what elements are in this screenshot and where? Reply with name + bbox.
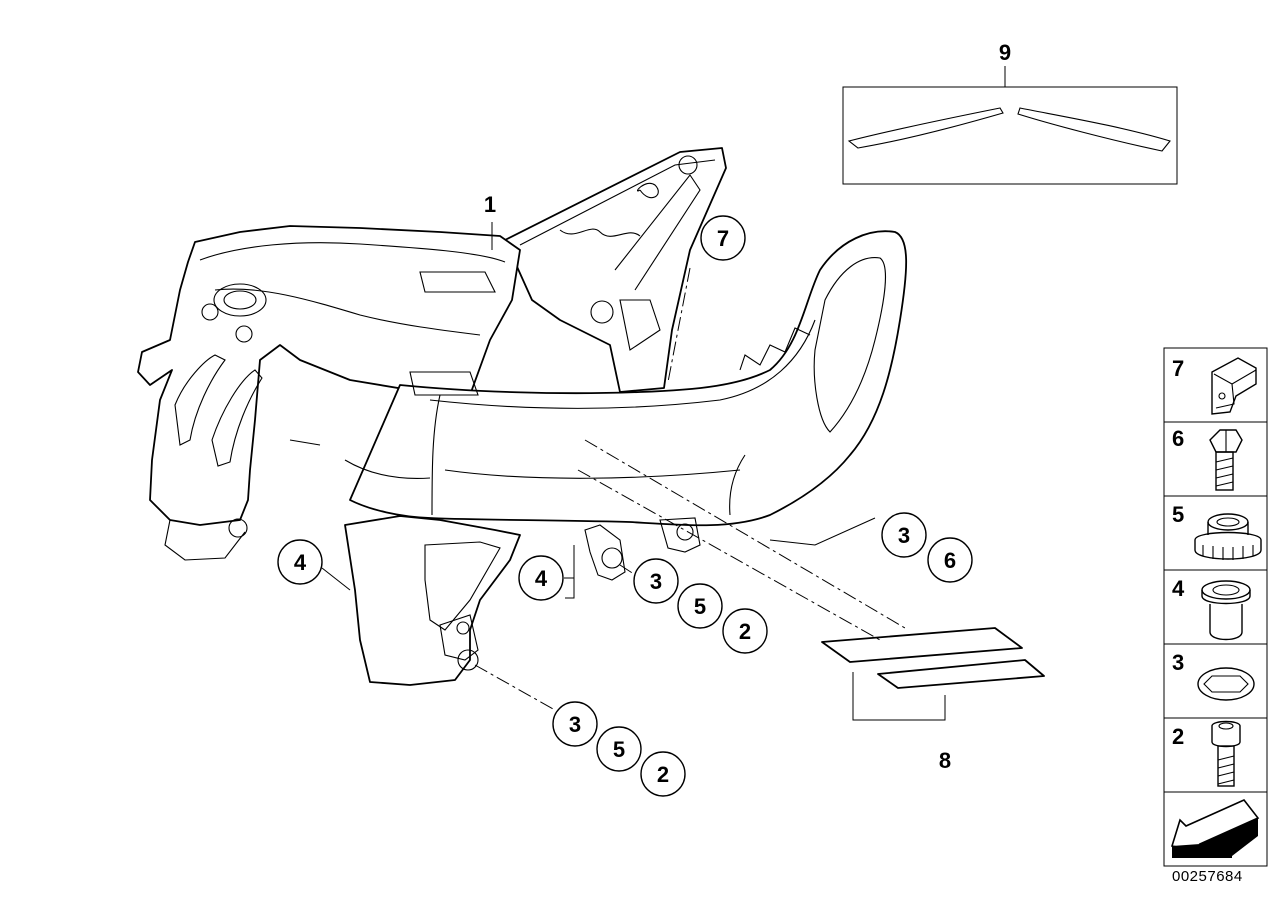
callout-3-mid: 3 bbox=[633, 558, 679, 604]
svg-text:2: 2 bbox=[657, 762, 669, 787]
svg-text:5: 5 bbox=[1172, 502, 1184, 527]
document-number: 00257684 bbox=[1172, 868, 1243, 885]
clip-nut-icon bbox=[1211, 357, 1257, 415]
svg-text:3: 3 bbox=[569, 712, 581, 737]
socket-screw-icon bbox=[1211, 720, 1241, 787]
legend-row-7: 7 bbox=[1163, 347, 1268, 423]
leader-low-lug bbox=[474, 664, 556, 711]
svg-text:6: 6 bbox=[1172, 426, 1184, 451]
legend-row-3: 3 bbox=[1163, 643, 1268, 719]
svg-text:3: 3 bbox=[1172, 650, 1184, 675]
leader-8a bbox=[584, 439, 906, 629]
svg-text:3: 3 bbox=[650, 569, 662, 594]
callout-3-low: 3 bbox=[552, 701, 598, 747]
svg-text:7: 7 bbox=[1172, 356, 1184, 381]
main-frame bbox=[137, 147, 908, 581]
svg-text:7: 7 bbox=[717, 226, 729, 251]
hex-bolt-icon bbox=[1209, 429, 1243, 491]
legend-row-2: 2 bbox=[1163, 717, 1268, 793]
callout-4-mid: 4 bbox=[518, 555, 564, 601]
callout-6-right: 6 bbox=[927, 537, 973, 583]
bushing-icon bbox=[1201, 580, 1251, 641]
callout-2-low: 2 bbox=[640, 751, 686, 797]
svg-text:2: 2 bbox=[739, 619, 751, 644]
legend-column: 7 6 5 bbox=[1163, 347, 1268, 867]
svg-text:4: 4 bbox=[535, 566, 548, 591]
label-8: 8 bbox=[939, 748, 951, 773]
svg-text:5: 5 bbox=[613, 737, 625, 762]
svg-text:4: 4 bbox=[1172, 576, 1185, 601]
trim-strips bbox=[821, 627, 1045, 721]
arrow-icon bbox=[1170, 799, 1260, 858]
svg-text:3: 3 bbox=[898, 523, 910, 548]
leader-8b bbox=[577, 469, 881, 641]
callout-7: 7 bbox=[700, 215, 746, 261]
callout-4-left: 4 bbox=[277, 539, 323, 585]
leader-4-mid bbox=[564, 577, 575, 599]
svg-text:5: 5 bbox=[694, 594, 706, 619]
legend-row-arrow bbox=[1163, 791, 1268, 867]
callout-3-right: 3 bbox=[881, 512, 927, 558]
svg-text:2: 2 bbox=[1172, 724, 1184, 749]
ribbed-nut-icon bbox=[1194, 513, 1262, 560]
leader-3-6 bbox=[769, 517, 876, 546]
svg-text:6: 6 bbox=[944, 548, 956, 573]
washer-icon bbox=[1197, 667, 1255, 701]
svg-text:4: 4 bbox=[294, 550, 307, 575]
callout-2-mid: 2 bbox=[722, 608, 768, 654]
legend-row-4: 4 bbox=[1163, 569, 1268, 645]
leader-4-left bbox=[321, 567, 351, 591]
leader-7 bbox=[667, 267, 691, 383]
legend-row-6: 6 bbox=[1163, 421, 1268, 497]
label-9: 9 bbox=[999, 40, 1011, 65]
decal-set-box bbox=[842, 66, 1178, 185]
callout-5-mid: 5 bbox=[677, 583, 723, 629]
label-1: 1 bbox=[484, 192, 496, 217]
legend-row-5: 5 bbox=[1163, 495, 1268, 571]
callout-5-low: 5 bbox=[596, 726, 642, 772]
side-cover-left bbox=[344, 515, 521, 686]
